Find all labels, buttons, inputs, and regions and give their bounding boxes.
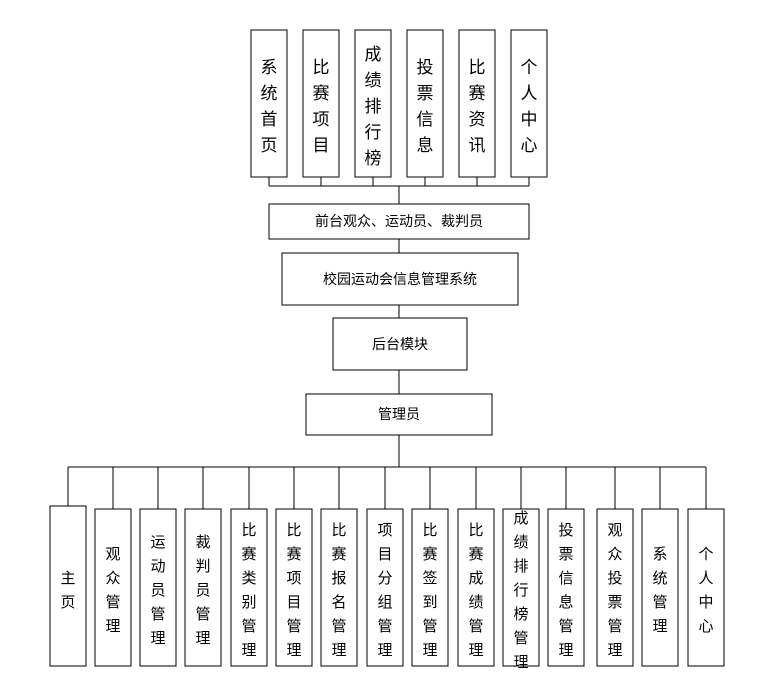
top-node-label-5: 个人中心 xyxy=(521,58,538,156)
bottom-node-box xyxy=(457,508,495,667)
bottom-node-box xyxy=(596,508,634,667)
backend-label: 后台模块 xyxy=(372,337,428,353)
top-node-label-1: 比赛项目 xyxy=(313,58,330,156)
top-node-label-0: 系统首页 xyxy=(261,58,278,156)
top-node-box xyxy=(406,29,444,178)
bottom-node-box xyxy=(547,508,585,667)
bottom-node-label-10: 成绩排行榜管理 xyxy=(513,509,528,671)
bottom-node-label-2: 运动员管理 xyxy=(150,533,165,647)
backend-box xyxy=(332,317,468,371)
bottom-node-box xyxy=(139,508,177,667)
bottom-node-label-4: 比赛类别管理 xyxy=(241,521,256,659)
top-node-box xyxy=(302,29,340,178)
top-node-labels: 系统首页 比赛项目 成绩排行榜 投票信息 比赛资讯 个人中心 xyxy=(261,45,538,169)
bottom-node-box xyxy=(641,508,679,667)
bottom-node-box xyxy=(320,508,358,667)
bottom-node-box xyxy=(94,508,132,667)
frontend-box xyxy=(268,203,530,240)
top-node-box xyxy=(510,29,548,178)
bottom-node-box xyxy=(366,508,404,667)
bottom-node-box xyxy=(49,505,87,667)
bottom-node-label-6: 比赛报名管理 xyxy=(331,521,346,659)
bottom-node-label-11: 投票信息管理 xyxy=(558,521,573,659)
bottom-node-label-5: 比赛项目管理 xyxy=(286,521,301,659)
bottom-node-box xyxy=(184,508,222,667)
top-node-label-2: 成绩排行榜 xyxy=(365,45,382,169)
bottom-node-labels: 主页 观众管理 运动员管理 裁判员管理 比赛类别管理 比赛项目管理 比赛报名管理 项目分组管理… xyxy=(60,509,713,671)
system-box xyxy=(281,252,519,306)
bottom-node-box xyxy=(687,508,725,667)
bottom-node-box xyxy=(275,508,313,667)
bottom-node-label-9: 比赛成绩管理 xyxy=(468,521,483,659)
bottom-node-box xyxy=(502,508,540,667)
bottom-node-box xyxy=(411,508,449,667)
system-label: 校园运动会信息管理系统 xyxy=(323,271,477,288)
top-node-label-4: 比赛资讯 xyxy=(469,58,486,156)
admin-label: 管理员 xyxy=(378,407,420,423)
top-node-box xyxy=(458,29,496,178)
top-node-box xyxy=(250,29,288,178)
bottom-node-label-1: 观众管理 xyxy=(105,545,120,635)
bottom-node-label-3: 裁判员管理 xyxy=(195,533,210,647)
bottom-node-label-13: 系统管理 xyxy=(652,545,667,635)
admin-box xyxy=(305,393,493,436)
top-connectors xyxy=(268,177,530,204)
top-node-box xyxy=(354,29,392,178)
bottom-node-label-12: 观众投票管理 xyxy=(607,521,622,659)
bottom-node-label-14: 个人中心 xyxy=(698,545,713,635)
bottom-node-label-0: 主页 xyxy=(60,569,75,611)
bottom-connectors xyxy=(67,466,707,509)
bottom-node-box xyxy=(230,508,268,667)
top-node-label-3: 投票信息 xyxy=(417,58,434,156)
frontend-label: 前台观众、运动员、裁判员 xyxy=(315,213,483,230)
bottom-node-label-8: 比赛签到管理 xyxy=(422,521,437,659)
bottom-node-label-7: 项目分组管理 xyxy=(377,521,392,659)
